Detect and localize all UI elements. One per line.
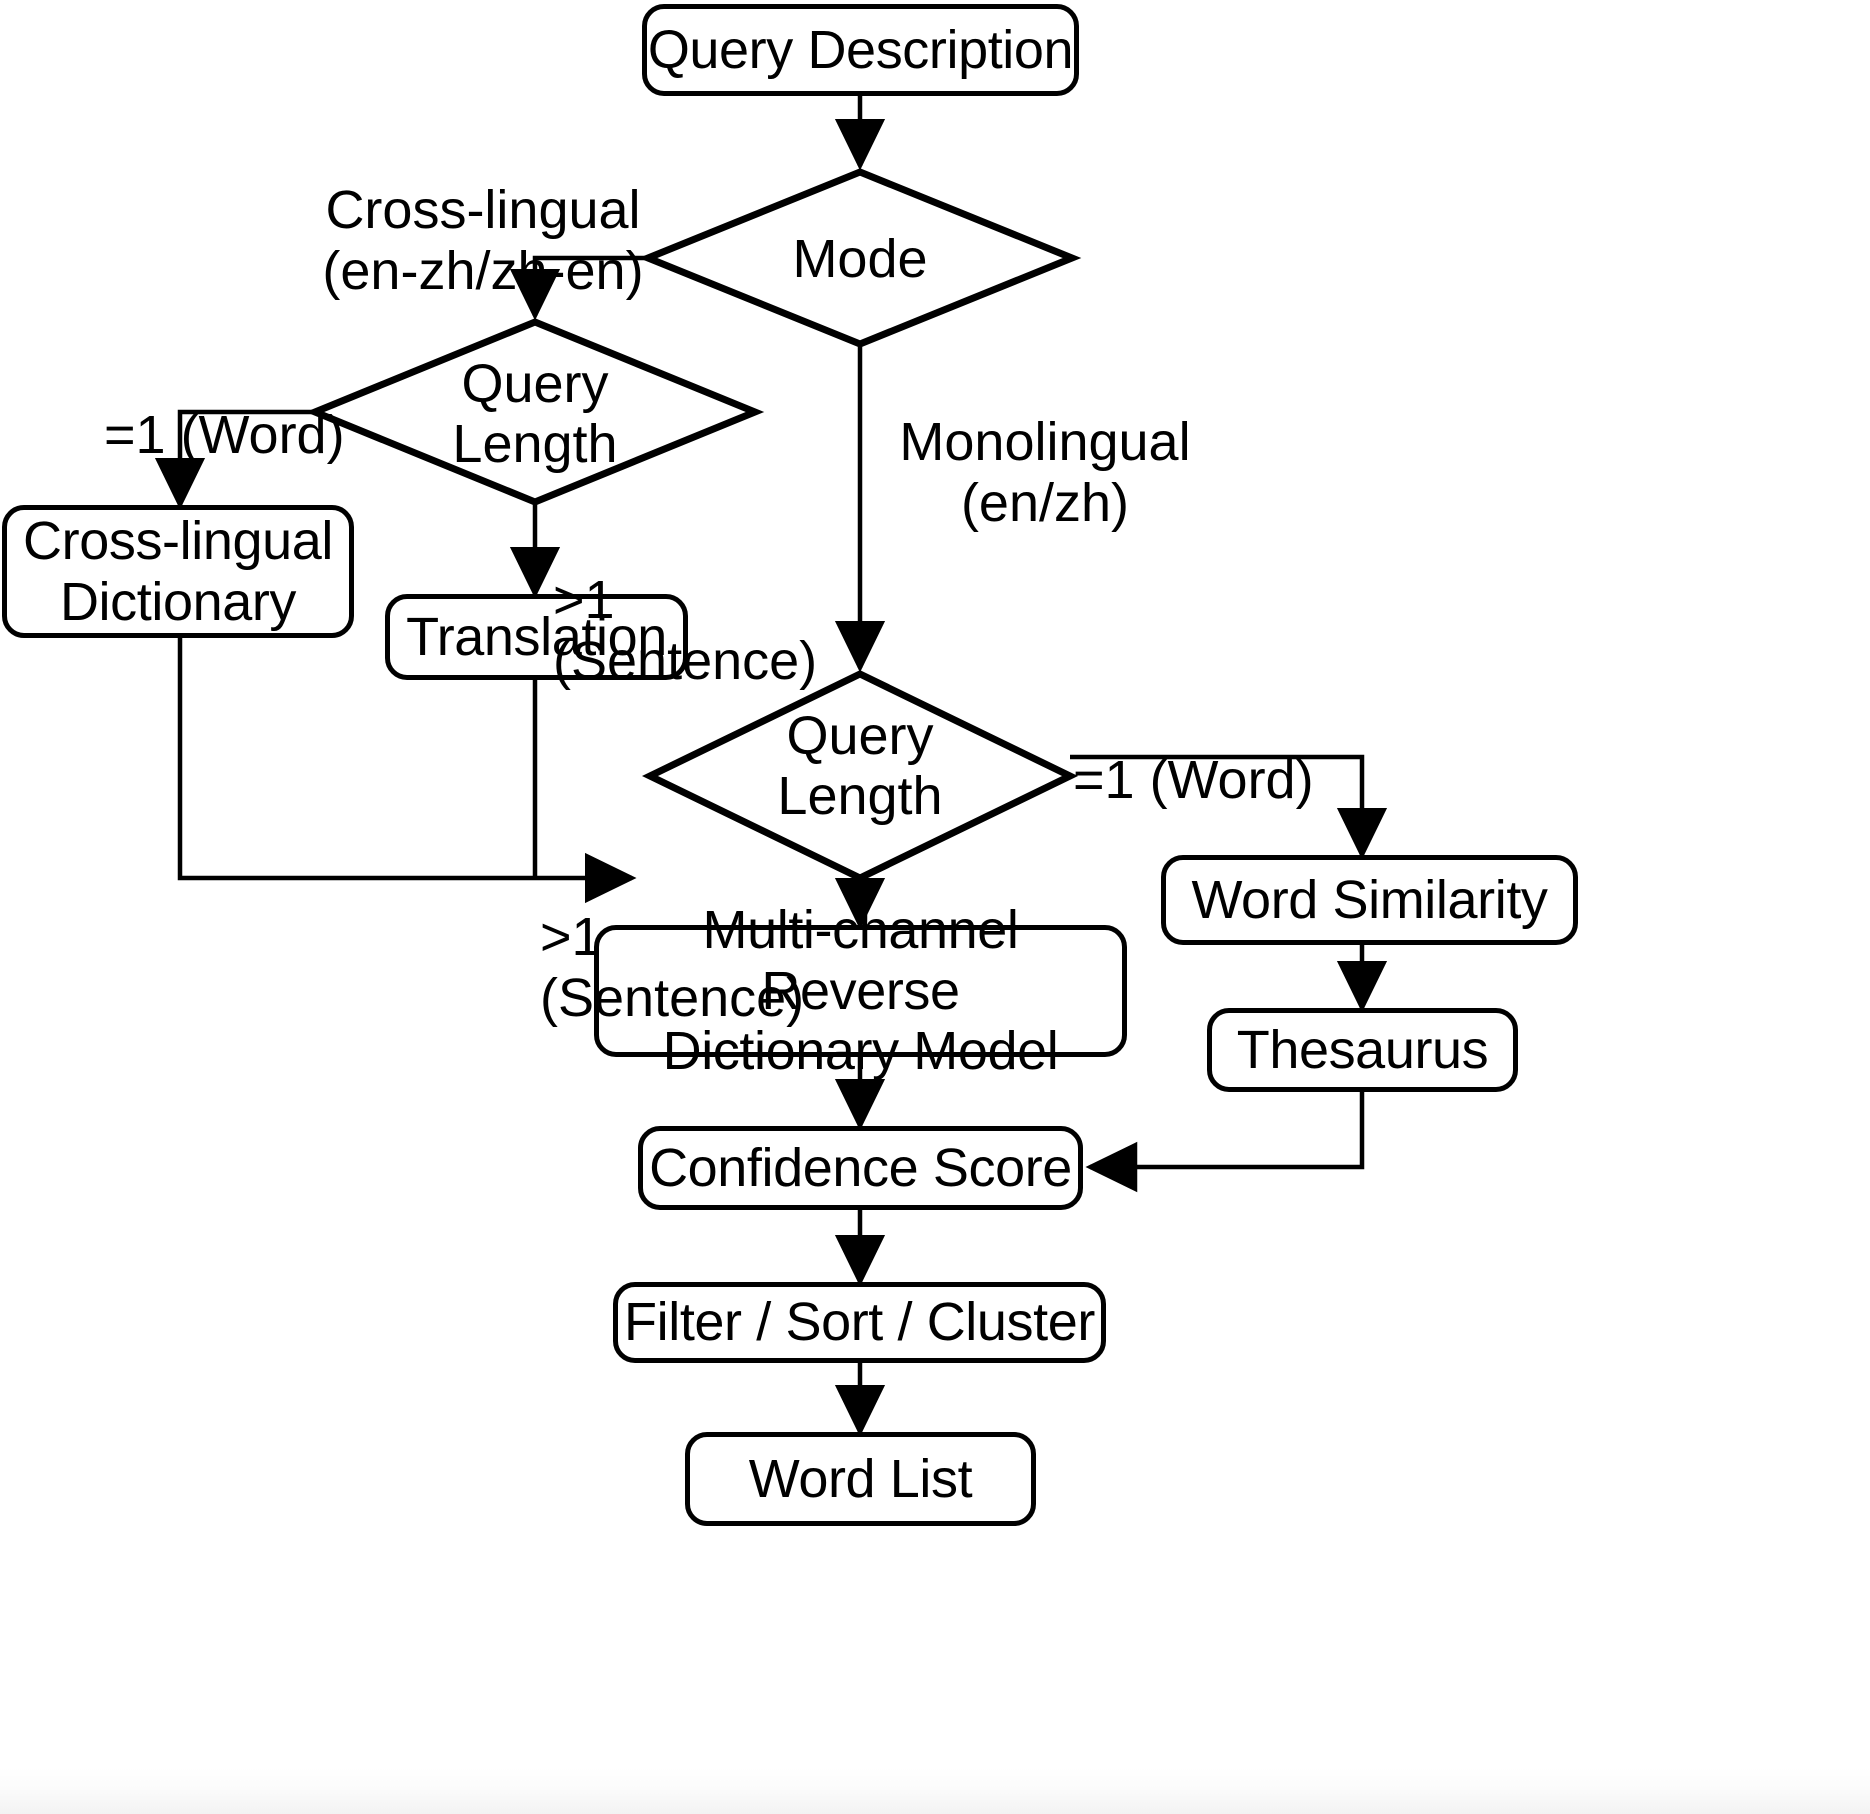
node-multi-channel-reverse-dictionary-model[interactable]: Multi-channel Reverse Dictionary Model (594, 900, 1127, 1081)
edge-label-word-left: =1 (Word) (104, 343, 354, 466)
edge-label-cross-lingual: Cross-lingual (en-zh/zh-en) (318, 118, 648, 303)
node-filter-sort-cluster-label: Filter / Sort / Cluster (624, 1292, 1095, 1353)
node-thesaurus-label: Thesaurus (1236, 1019, 1489, 1080)
node-word-list-label: Word List (748, 1448, 973, 1509)
edge-label-sentence-left-text: >1 (Sentence) (553, 569, 818, 692)
node-thesaurus[interactable]: Thesaurus (1207, 1008, 1518, 1092)
edge-label-sentence-left: >1 (Sentence) (553, 508, 883, 693)
edge-label-sentence-main-text: >1 (Sentence) (540, 906, 805, 1029)
edge-label-word-right: =1 (Word) (1073, 688, 1323, 811)
node-multi-channel-reverse-dictionary-model-label: Multi-channel Reverse Dictionary Model (662, 900, 1059, 1082)
node-word-similarity-label: Word Similarity (1191, 869, 1548, 930)
node-word-list[interactable]: Word List (685, 1432, 1036, 1526)
edge-label-monolingual: Monolingual (en/zh) (895, 350, 1195, 535)
node-translation[interactable]: Translation (385, 594, 688, 680)
edge-label-cross-lingual-text: Cross-lingual (en-zh/zh-en) (322, 179, 644, 302)
edge-label-sentence-main: >1 (Sentence) (540, 845, 870, 1030)
node-word-similarity[interactable]: Word Similarity (1161, 855, 1578, 945)
edge-label-word-left-text: =1 (Word) (104, 404, 345, 465)
node-query-description[interactable]: Query Description (642, 4, 1079, 96)
node-query-description-label: Query Description (647, 19, 1074, 80)
node-confidence-score[interactable]: Confidence Score (638, 1126, 1083, 1210)
node-cross-lingual-dictionary[interactable]: Cross-lingual Dictionary (2, 505, 354, 638)
edge-label-word-right-text: =1 (Word) (1073, 749, 1314, 810)
node-cross-lingual-dictionary-label: Cross-lingual Dictionary (23, 511, 333, 632)
edge-label-monolingual-text: Monolingual (en/zh) (899, 411, 1191, 534)
node-translation-label: Translation (406, 606, 667, 667)
node-filter-sort-cluster[interactable]: Filter / Sort / Cluster (613, 1282, 1106, 1363)
node-confidence-score-label: Confidence Score (649, 1137, 1072, 1198)
